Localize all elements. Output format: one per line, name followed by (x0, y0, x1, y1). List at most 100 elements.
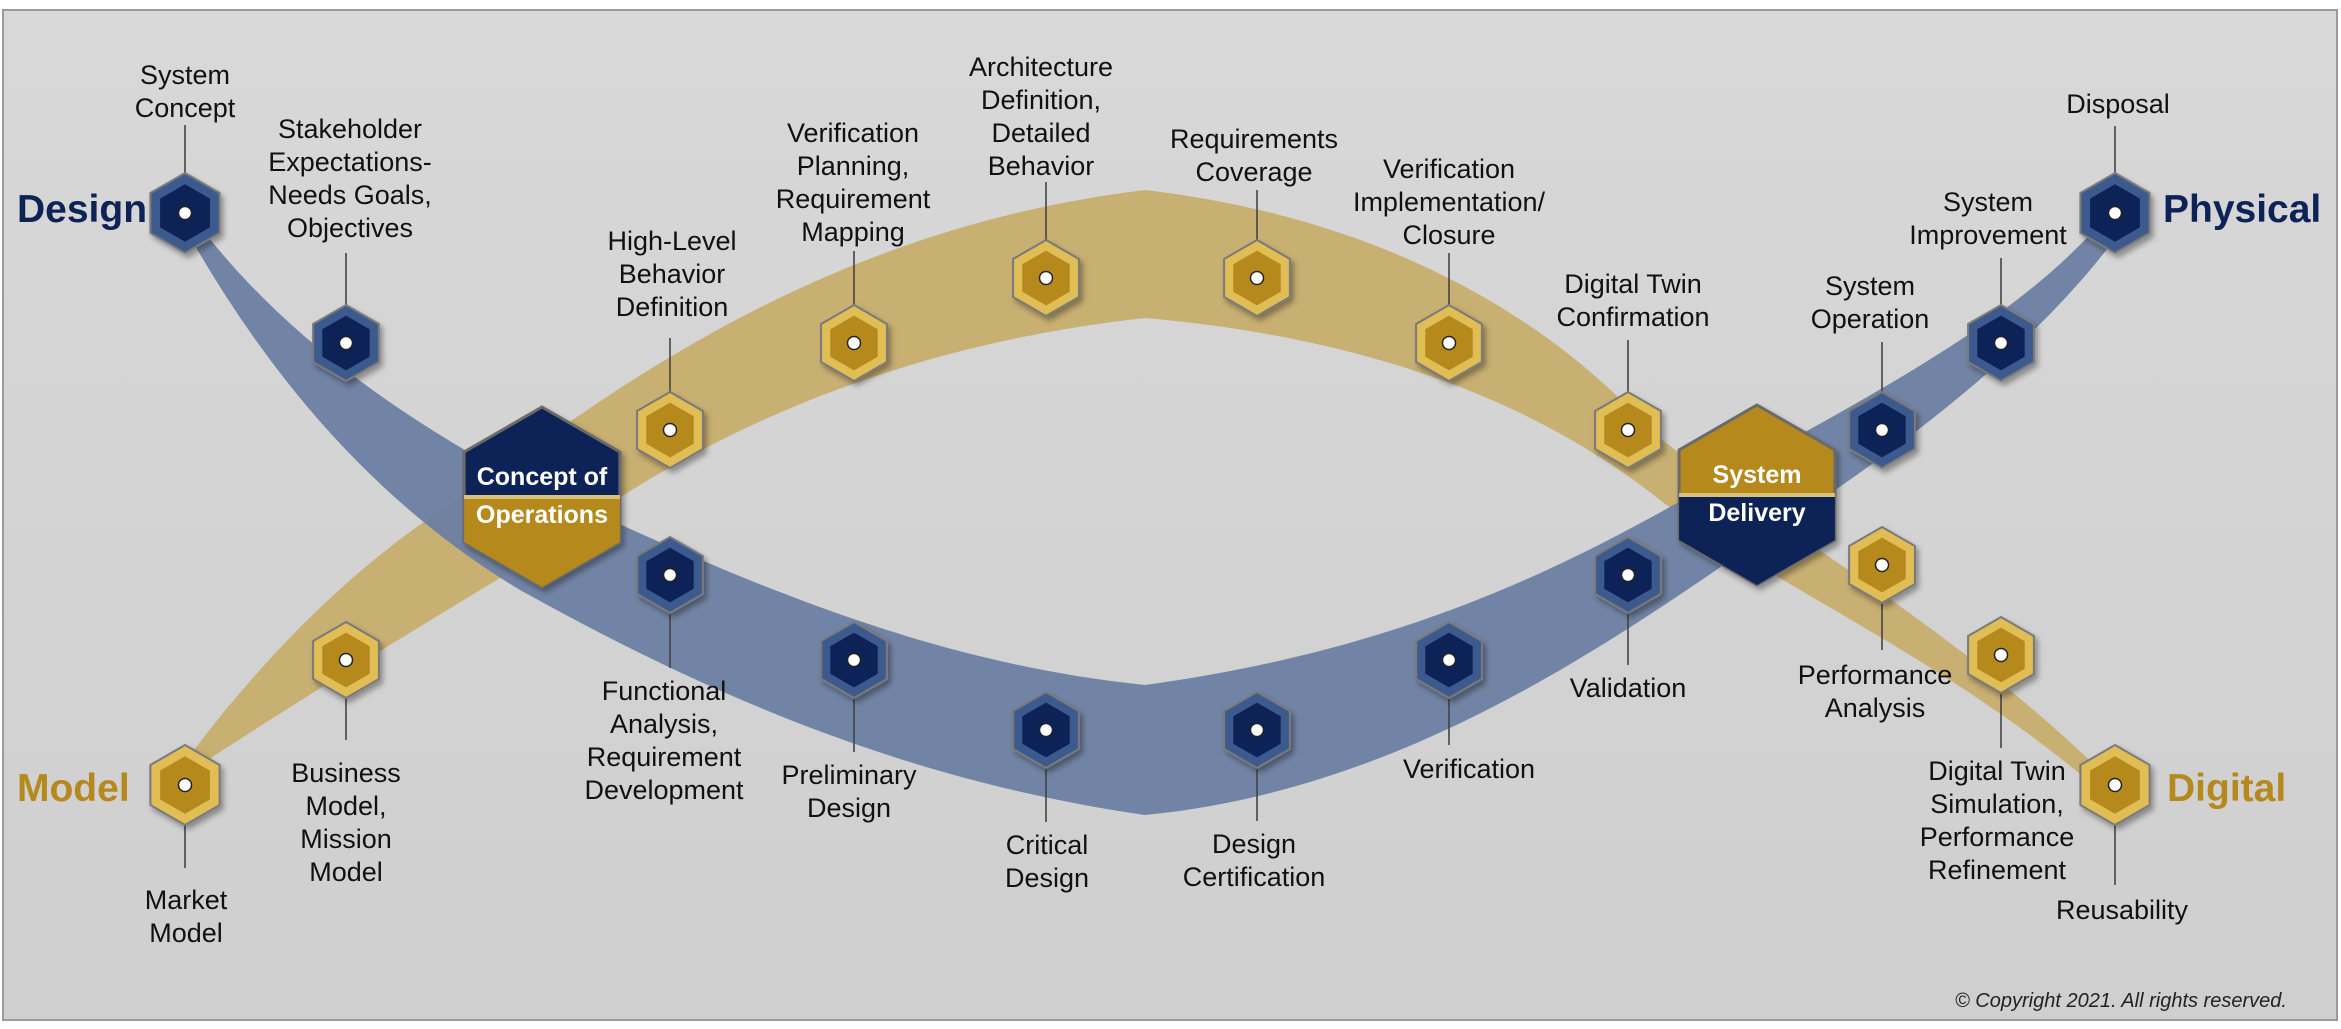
label-preliminary-line: Preliminary (781, 760, 917, 790)
label-digital-twin-simulation-line: Performance (1920, 822, 2075, 852)
node-performance-analysis (1848, 525, 1916, 605)
node-system-improvement (1967, 303, 2035, 383)
label-validation: Validation (1570, 673, 1687, 703)
label-functional-line: Analysis, (610, 709, 718, 739)
label-functional-line: Functional (602, 676, 727, 706)
label-system-improvement-line: Improvement (1909, 220, 2067, 250)
node-verification-implementation (1415, 303, 1483, 383)
hexagon-nodes (149, 171, 2151, 827)
label-verification: Verification (1403, 754, 1535, 784)
node-functional-analysis-dot (662, 567, 678, 583)
node-disposal (2079, 171, 2151, 255)
label-system-concept-line: Concept (135, 93, 236, 123)
label-business-model-line: Business (291, 758, 401, 788)
label-design-certification-line: Design (1212, 829, 1296, 859)
label-architecture-line: Definition, (981, 85, 1101, 115)
label-digital-twin-simulation-line: Digital Twin (1928, 756, 2066, 786)
label-functional-line: Development (584, 775, 744, 805)
label-digital-twin-confirmation-line: Digital Twin (1564, 269, 1702, 299)
label-reusability-line: Reusability (2056, 895, 2189, 925)
label-stakeholder-line: Expectations- (268, 147, 432, 177)
label-verification-planning-line: Planning, (797, 151, 910, 181)
label-architecture-line: Architecture (969, 52, 1113, 82)
label-digital-twin-simulation-line: Simulation, (1930, 789, 2064, 819)
node-critical-design-dot (1038, 722, 1054, 738)
label-stakeholder-line: Needs Goals, (268, 180, 432, 210)
node-validation-dot (1620, 567, 1636, 583)
hub-concept-of-operations-label-bottom: Operations (476, 501, 608, 529)
node-verification-implementation-dot (1441, 335, 1457, 351)
label-verification-planning-line: Mapping (801, 217, 905, 247)
label-preliminary-line: Design (807, 793, 891, 823)
label-validation-line: Validation (1570, 673, 1687, 703)
node-verification-planning (820, 303, 888, 383)
label-high-level-line: Definition (616, 292, 729, 322)
label-market-model-line: Market (145, 885, 228, 915)
label-design-certification-line: Certification (1183, 862, 1326, 892)
node-business-model (312, 620, 380, 700)
label-market-model-line: Model (149, 918, 223, 948)
node-business-model-dot (338, 652, 354, 668)
label-high-level-line: High-Level (607, 226, 736, 256)
label-requirements-coverage-line: Requirements (1170, 124, 1338, 154)
label-functional-line: Requirement (587, 742, 742, 772)
copyright-notice: © Copyright 2021. All rights reserved. (1955, 990, 2287, 1012)
node-market-model-dot (177, 777, 193, 793)
label-verification-implementation-line: Closure (1402, 220, 1495, 250)
background-panel (2, 9, 2338, 1021)
node-design-certification (1223, 690, 1291, 770)
node-performance-analysis-dot (1874, 557, 1890, 573)
label-architecture-line: Detailed (991, 118, 1090, 148)
node-functional-analysis (636, 535, 704, 615)
label-performance-analysis-line: Analysis (1825, 693, 1926, 723)
node-system-concept-dot (177, 205, 193, 221)
node-digital-twin-confirmation-dot (1620, 422, 1636, 438)
node-critical-design (1012, 690, 1080, 770)
node-system-operation (1848, 390, 1916, 470)
hub-system-delivery-label-top: System (1713, 461, 1802, 489)
node-digital-twin-simulation (1967, 615, 2035, 695)
leader-lines (184, 125, 2116, 885)
node-reusability (2079, 743, 2151, 827)
side-label-model: Model (17, 767, 130, 810)
label-critical-line: Design (1005, 863, 1089, 893)
side-label-physical: Physical (2163, 188, 2321, 231)
label-business-model-line: Mission (300, 824, 392, 854)
node-reusability-dot (2107, 777, 2123, 793)
node-system-operation-dot (1874, 422, 1890, 438)
node-validation (1594, 535, 1662, 615)
label-reusability: Reusability (2056, 895, 2189, 925)
node-requirements-coverage-dot (1249, 270, 1265, 286)
hub-concept-of-operations-label-top: Concept of (477, 463, 608, 491)
label-disposal: Disposal (2066, 89, 2170, 119)
label-digital-twin-confirmation-line: Confirmation (1556, 302, 1709, 332)
node-system-improvement-dot (1993, 335, 2009, 351)
node-high-level-behavior (636, 390, 704, 470)
node-preliminary-design (820, 620, 888, 700)
label-business-model-line: Model (309, 857, 383, 887)
node-requirements-coverage (1223, 238, 1291, 318)
label-architecture-line: Behavior (988, 151, 1095, 181)
node-digital-twin-confirmation (1594, 390, 1662, 470)
node-disposal-dot (2107, 205, 2123, 221)
node-verification-dot (1441, 652, 1457, 668)
label-system-operation-line: Operation (1811, 304, 1930, 334)
hub-system-delivery-label-bottom: Delivery (1708, 499, 1805, 527)
node-preliminary-design-dot (846, 652, 862, 668)
